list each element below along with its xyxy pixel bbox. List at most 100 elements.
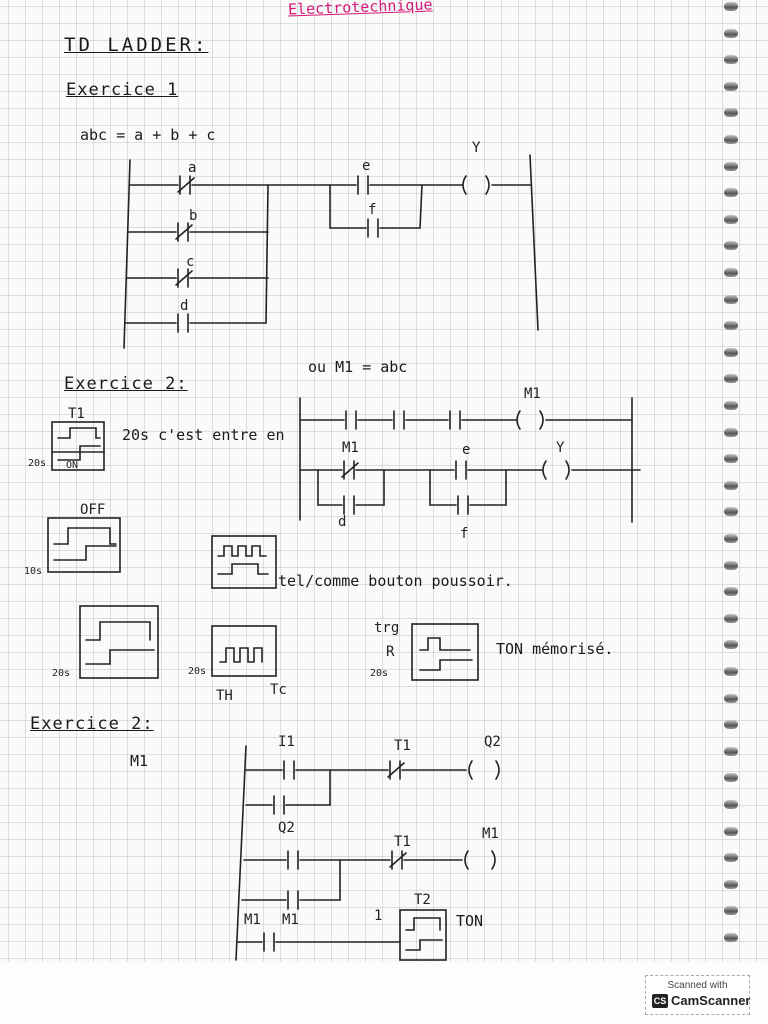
spiral-ring — [724, 720, 738, 730]
spiral-ring — [724, 746, 738, 756]
spiral-ring — [724, 480, 738, 490]
timer-off-block — [47, 517, 121, 573]
scanned-with-label: Scanned with — [667, 980, 728, 991]
exercise1-heading: Exercice 1 — [66, 80, 179, 100]
svg-text:10s: 10s — [24, 566, 42, 577]
svg-text:20s: 20s — [52, 668, 70, 679]
svg-text:e: e — [462, 442, 470, 458]
svg-text:trg: trg — [374, 620, 399, 636]
spiral-ring — [724, 853, 738, 863]
timer-note: 20s c'est entre en — [122, 426, 285, 444]
spiral-ring — [724, 2, 738, 11]
spiral-ring — [724, 906, 738, 916]
page-bottom-margin — [0, 962, 768, 1024]
timer-type-label: TON — [456, 912, 484, 930]
spiral-ring — [724, 108, 738, 118]
spiral-ring — [724, 214, 738, 224]
spiral-ring — [724, 321, 738, 331]
right-rail — [529, 154, 539, 331]
svg-text:T2: T2 — [414, 892, 431, 908]
spiral-ring — [724, 587, 738, 597]
timer-block-4 — [211, 625, 277, 677]
spiral-ring — [724, 28, 738, 38]
svg-text:TH: TH — [216, 688, 233, 704]
spiral-ring — [724, 241, 738, 251]
spiral-ring — [724, 374, 738, 384]
spiral-ring — [724, 507, 738, 517]
spiral-ring — [724, 427, 738, 437]
spiral-ring — [724, 347, 738, 357]
svg-text:M1: M1 — [524, 386, 541, 402]
timer-block-3 — [79, 605, 159, 679]
spiral-ring — [724, 161, 738, 171]
timer-t1-block — [51, 421, 105, 471]
spiral-ring — [724, 188, 738, 198]
spiral-ring — [724, 667, 738, 676]
camscanner-badge: Scanned with CS CamScanner — [645, 975, 750, 1015]
spiral-ring — [724, 773, 738, 783]
svg-text:Y: Y — [556, 440, 565, 456]
spiral-ring — [724, 640, 738, 650]
svg-text:c: c — [186, 254, 194, 270]
svg-text:f: f — [460, 526, 468, 542]
svg-text:R: R — [386, 644, 395, 660]
svg-text:d: d — [338, 514, 346, 530]
svg-text:1: 1 — [374, 908, 382, 924]
spiral-ring — [724, 800, 738, 809]
spiral-ring — [724, 933, 738, 942]
spiral-ring — [724, 55, 738, 65]
spiral-ring — [724, 693, 738, 703]
svg-text:T1: T1 — [394, 738, 411, 754]
svg-text:f: f — [368, 202, 376, 218]
svg-text:OFF: OFF — [80, 502, 105, 518]
svg-text:e: e — [362, 158, 370, 174]
svg-text:b: b — [189, 208, 197, 224]
svg-text:Q2: Q2 — [484, 734, 501, 750]
ton-memorise-block — [411, 623, 479, 681]
exercise1-formula: abc = a + b + c — [80, 126, 216, 144]
spiral-ring — [724, 81, 738, 91]
svg-text:Tc: Tc — [270, 682, 287, 698]
exercise1-alt-ladder: M1 M1 e Y d f — [299, 386, 641, 542]
svg-text:I1: I1 — [278, 734, 295, 750]
ton-note: TON mémorisé. — [496, 640, 614, 658]
svg-text:Q2: Q2 — [278, 820, 295, 836]
exercise1-note: ou M1 = abc — [308, 358, 408, 376]
spiral-ring — [724, 294, 738, 304]
exercise2-timers: T1 ON 20s OFF 10s 20s 20s TH Tc trg R 20… — [24, 406, 479, 704]
svg-text:20s: 20s — [28, 458, 46, 469]
pulse-block — [211, 535, 277, 589]
svg-text:20s: 20s — [370, 668, 388, 679]
timer-t2-block — [399, 909, 447, 961]
spiral-ring — [724, 454, 738, 464]
camscanner-name: CamScanner — [671, 993, 751, 1008]
page-title: TD LADDER: — [64, 34, 209, 56]
svg-text:d: d — [180, 298, 188, 314]
exercise1-ladder: a b c d e f Y — [123, 140, 539, 349]
svg-text:T1: T1 — [68, 406, 85, 422]
spiral-ring — [724, 613, 738, 623]
coil-y — [462, 175, 467, 195]
spiral-ring — [724, 534, 738, 543]
svg-text:M1: M1 — [482, 826, 499, 842]
spiral-ring — [724, 560, 738, 570]
spiral-ring — [724, 135, 738, 144]
svg-text:M1: M1 — [282, 912, 299, 928]
spiral-ring — [724, 401, 738, 410]
spiral-binding — [724, 0, 738, 960]
svg-text:ON: ON — [66, 460, 78, 471]
exercise3-heading: Exercice 2: — [30, 714, 154, 734]
spiral-ring — [724, 879, 738, 889]
exercise3-ladder: I1 T1 Q2 Q2 T1 M1 M1 M1 1 T2 — [235, 734, 501, 961]
svg-text:Y: Y — [472, 140, 481, 156]
svg-text:a: a — [188, 160, 196, 176]
svg-text:T1: T1 — [394, 834, 411, 850]
svg-text:M1: M1 — [342, 440, 359, 456]
spiral-ring — [724, 826, 738, 836]
memory-label: M1 — [130, 752, 149, 770]
spiral-ring — [724, 268, 738, 277]
svg-text:20s: 20s — [188, 666, 206, 677]
svg-text:M1: M1 — [244, 912, 261, 928]
